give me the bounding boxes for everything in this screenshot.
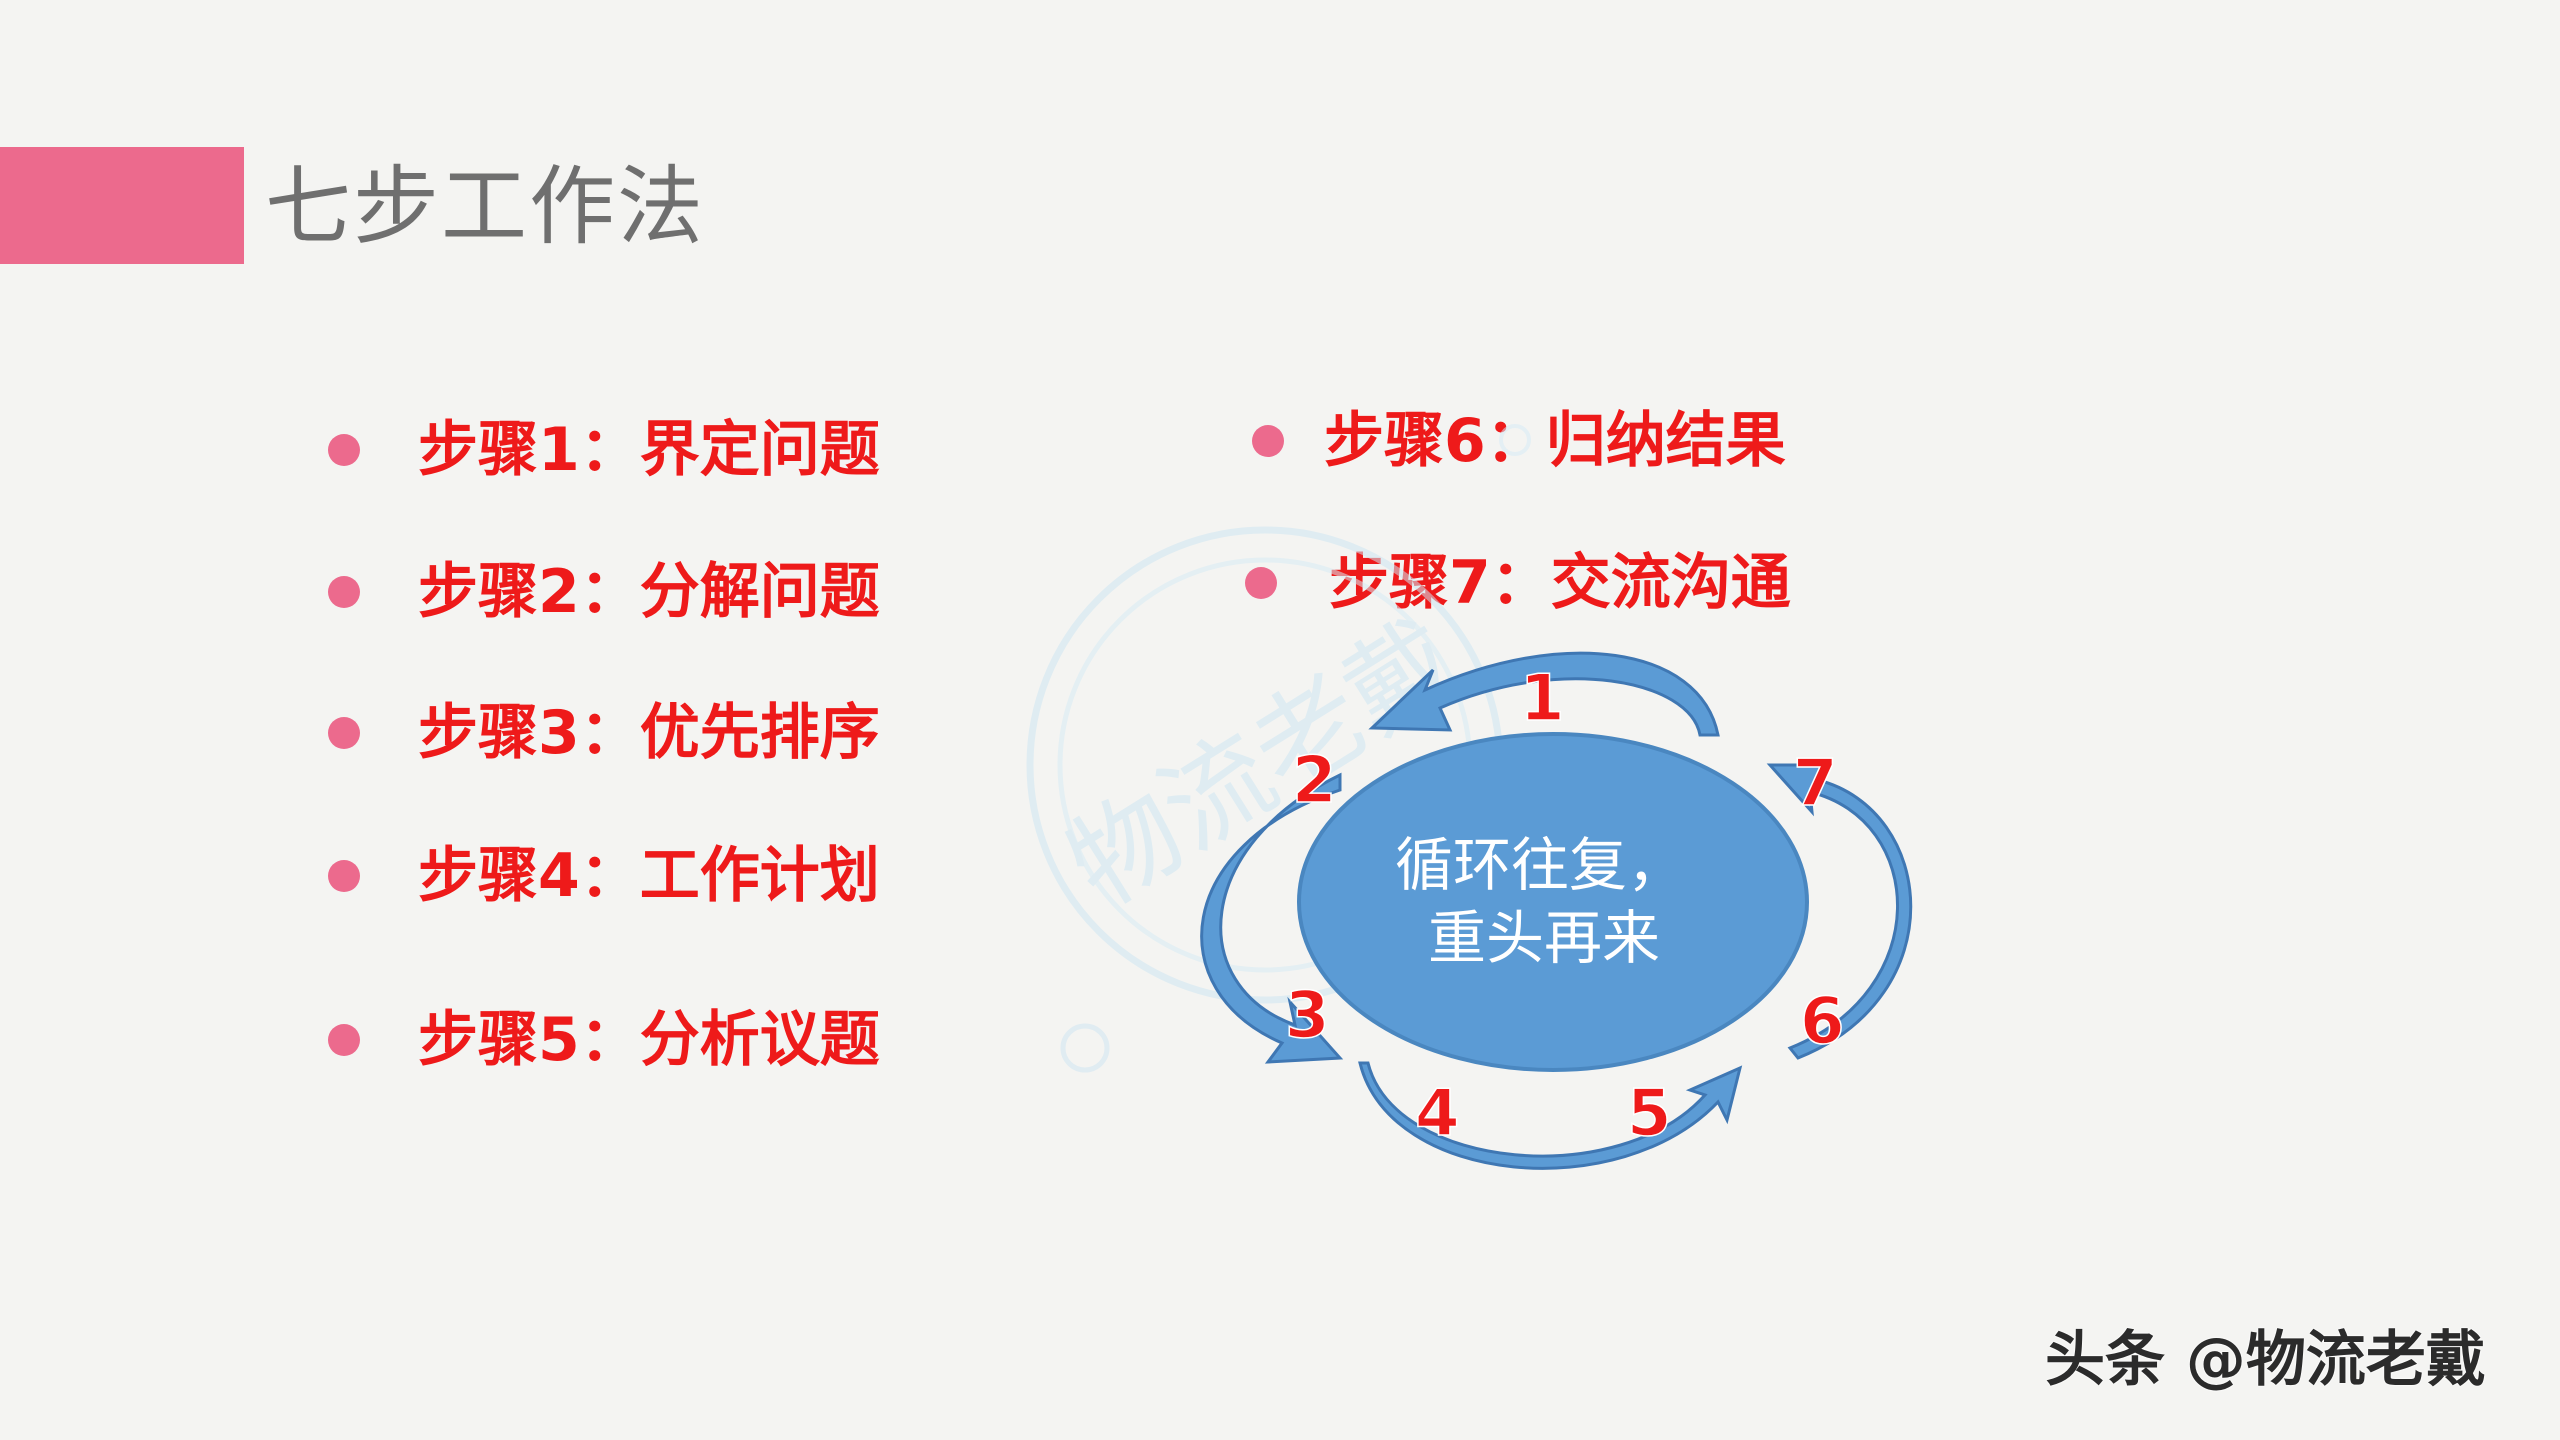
bullet-icon — [1252, 425, 1284, 457]
curved-arrow-icon — [1358, 1061, 1743, 1170]
step-4-label: 步骤4：工作计划 — [418, 841, 880, 911]
list-item-step-1: 步骤1：界定问题 — [328, 412, 880, 488]
center-text-line1: 循环往复， — [1395, 831, 1685, 899]
cycle-number-2: 2 — [1292, 744, 1337, 818]
cycle-number-1: 1 — [1520, 662, 1565, 736]
page-title: 七步工作法 — [265, 157, 705, 257]
step-3-label: 步骤3：优先排序 — [418, 698, 880, 768]
cycle-arrows — [1200, 651, 1913, 1170]
cycle-number-3: 3 — [1285, 979, 1330, 1053]
cycle-number-6: 6 — [1800, 985, 1845, 1059]
bullet-icon — [328, 576, 360, 608]
list-item-step-4: 步骤4：工作计划 — [328, 838, 880, 914]
source-credit: 头条 @物流老戴 — [2045, 1325, 2486, 1395]
list-item-step-7: 步骤7：交流沟通 — [1245, 545, 1791, 621]
curved-arrow-icon — [1368, 651, 1720, 737]
curved-arrow-icon — [1200, 772, 1344, 1064]
list-item-step-2: 步骤2：分解问题 — [328, 554, 880, 630]
title-accent-bar — [0, 147, 244, 264]
step-7-label: 步骤7：交流沟通 — [1329, 548, 1791, 618]
bullet-icon — [328, 1024, 360, 1056]
list-item-step-6: 步骤6：归纳结果 — [1252, 403, 1786, 479]
cycle-number-7: 7 — [1793, 747, 1838, 821]
step-6-label: 步骤6：归纳结果 — [1324, 406, 1786, 476]
center-text-line2: 重头再来 — [1428, 904, 1660, 972]
cycle-center-ellipse — [1297, 732, 1809, 1072]
list-item-step-5: 步骤5：分析议题 — [328, 1002, 880, 1078]
step-1-label: 步骤1：界定问题 — [418, 415, 880, 485]
bullet-icon — [328, 860, 360, 892]
bullet-icon — [1245, 567, 1277, 599]
cycle-number-5: 5 — [1627, 1077, 1672, 1151]
curved-arrow-icon — [1766, 763, 1913, 1060]
step-5-label: 步骤5：分析议题 — [418, 1005, 880, 1075]
bullet-icon — [328, 434, 360, 466]
cycle-number-4: 4 — [1415, 1077, 1460, 1151]
step-2-label: 步骤2：分解问题 — [418, 557, 880, 627]
bullet-icon — [328, 717, 360, 749]
list-item-step-3: 步骤3：优先排序 — [328, 695, 880, 771]
